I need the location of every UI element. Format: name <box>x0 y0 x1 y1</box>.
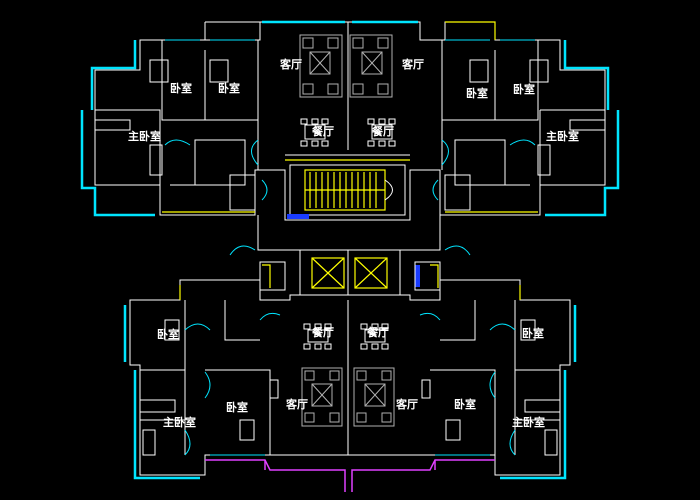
label-bottom-left-dining: 餐厅 <box>311 325 334 339</box>
label-bottom-right-bedroom-inner: 卧室 <box>454 397 476 411</box>
top-door-swings <box>164 139 536 256</box>
stairwell <box>289 164 406 216</box>
bottom-door-swings <box>184 312 516 456</box>
elevator-core <box>287 214 420 296</box>
label-bottom-right-living: 客厅 <box>395 397 418 411</box>
label-top-left-living: 客厅 <box>279 57 302 71</box>
bottom-bed-furniture <box>139 319 561 456</box>
bottom-half-windows <box>123 305 577 480</box>
label-bottom-right-master: 主卧室 <box>512 415 545 429</box>
label-top-left-bedroom-a: 卧室 <box>170 81 192 95</box>
bottom-half-walls <box>129 279 571 476</box>
top-dining-furniture <box>300 118 396 147</box>
bottom-half-rails <box>179 285 521 492</box>
label-bottom-right-dining: 餐厅 <box>366 325 389 339</box>
label-top-right-living: 客厅 <box>401 57 424 71</box>
label-top-left-dining: 餐厅 <box>311 124 334 138</box>
corridor-walls <box>257 215 441 291</box>
label-bottom-left-master: 主卧室 <box>163 415 196 429</box>
label-top-right-bedroom-b: 卧室 <box>513 82 535 96</box>
label-top-left-bedroom-b: 卧室 <box>218 81 240 95</box>
label-bottom-right-bedroom-outer: 卧室 <box>522 326 544 340</box>
label-bottom-left-living: 客厅 <box>285 397 308 411</box>
label-top-right-bedroom-a: 卧室 <box>466 86 488 100</box>
label-top-right-master: 主卧室 <box>546 129 579 143</box>
top-half-windows <box>80 20 620 217</box>
top-half-balcony-rails <box>162 21 538 213</box>
bottom-living-furniture <box>301 367 395 427</box>
label-bottom-left-bedroom-inner: 卧室 <box>226 400 248 414</box>
room-labels: 卧室 卧室 主卧室 客厅 餐厅 客厅 餐厅 卧室 卧室 主卧室 卧室 主卧室 卧… <box>128 57 579 429</box>
label-bottom-left-bedroom-outer: 卧室 <box>157 327 179 341</box>
top-living-furniture <box>299 34 393 98</box>
label-top-left-master: 主卧室 <box>128 129 161 143</box>
label-top-right-dining: 餐厅 <box>371 124 394 138</box>
top-bed-furniture <box>94 59 606 176</box>
bottom-dining-furniture <box>303 323 389 350</box>
